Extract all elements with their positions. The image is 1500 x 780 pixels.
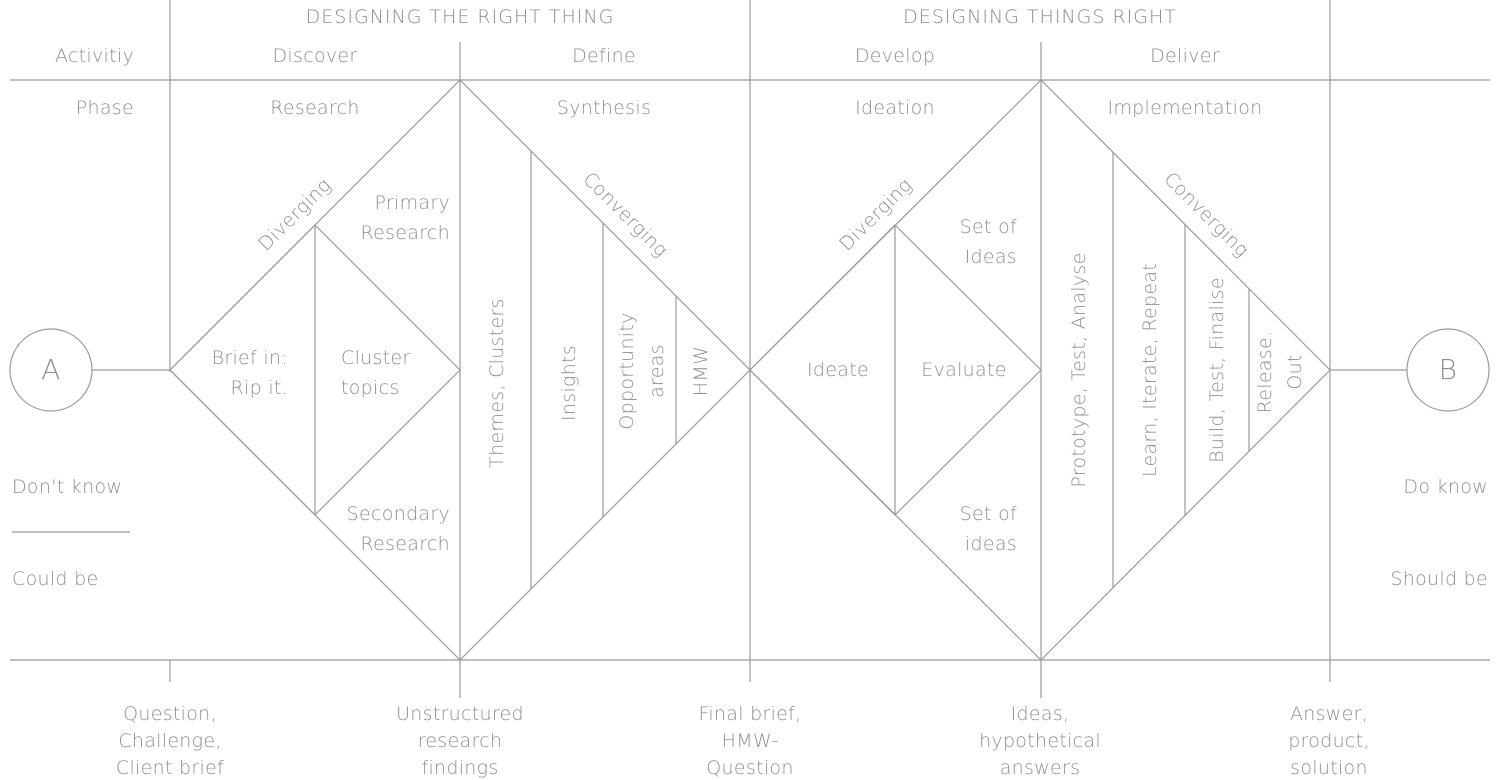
phase-synthesis: Synthesis — [557, 97, 651, 119]
activity-define: Define — [572, 45, 636, 67]
output-5-line-2: product, — [1288, 730, 1370, 752]
side-left-could-be: Could be — [12, 568, 98, 590]
strip-prototype: Prototype, Test, Analyse — [1068, 252, 1090, 487]
start-node-label: A — [41, 353, 60, 386]
diamond-2-diverging-label: Diverging — [835, 174, 916, 255]
end-node-label: B — [1439, 353, 1458, 386]
phase-implementation: Implementation — [1107, 97, 1262, 119]
phase-research: Research — [270, 97, 360, 119]
set-of-ideas-top-line-2: Ideas — [965, 246, 1017, 268]
activity-deliver: Deliver — [1150, 45, 1220, 67]
output-2-line-3: findings — [421, 757, 498, 779]
evaluate-label: Evaluate — [921, 359, 1006, 381]
diamond-2-converging-label: Converging — [1159, 168, 1253, 262]
secondary-research-line-2: Research — [360, 533, 450, 555]
primary-research-line-2: Research — [360, 222, 450, 244]
strip-opportunity-line-2: areas — [646, 344, 668, 398]
row-label-activity: Activitiy — [55, 45, 134, 67]
side-left-dont-know: Don't know — [12, 476, 122, 498]
output-1: Question, Challenge, Client brief — [116, 703, 224, 779]
activity-develop: Develop — [855, 45, 935, 67]
strip-build: Build, Test, Finalise — [1206, 277, 1228, 463]
diamond-1-inner-outline — [169, 224, 461, 516]
cluster-topics-line-1: Cluster — [341, 347, 411, 369]
strip-release-line-1: Release. — [1254, 331, 1276, 414]
set-of-ideas-bottom-line-2: ideas — [965, 533, 1017, 555]
output-4-line-1: Ideas, — [1011, 703, 1070, 725]
strip-insights: Insights — [558, 345, 580, 421]
output-1-line-1: Question, — [123, 703, 217, 725]
header-designing-right-thing: DESIGNING THE RIGHT THING — [306, 6, 615, 28]
brief-in-line-2: Rip it. — [231, 377, 288, 399]
header-designing-things-right: DESIGNING THINGS RIGHT — [903, 6, 1177, 28]
diamond-2-inner-outline — [749, 224, 1042, 516]
output-2: Unstructured research findings — [396, 703, 524, 779]
row-label-phase: Phase — [76, 97, 134, 119]
output-4: Ideas, hypothetical answers — [979, 703, 1101, 779]
output-1-line-2: Challenge, — [118, 730, 221, 752]
side-right-do-know: Do know — [1403, 476, 1488, 498]
set-of-ideas-top-line-1: Set of — [960, 216, 1017, 238]
brief-in-line-1: Brief in: — [212, 347, 288, 369]
output-4-line-2: hypothetical — [979, 730, 1101, 752]
phase-ideation: Ideation — [855, 97, 935, 119]
strip-release-line-2: Out — [1284, 354, 1306, 389]
output-3-line-1: Final brief, — [699, 703, 802, 725]
cluster-topics-line-2: topics — [341, 377, 400, 399]
output-5-line-3: solution — [1290, 757, 1368, 779]
output-3: Final brief, HMW- Question — [699, 703, 802, 779]
set-of-ideas-bottom-line-1: Set of — [960, 503, 1017, 525]
primary-research-line-1: Primary — [374, 192, 450, 214]
ideate-label: Ideate — [807, 359, 869, 381]
secondary-research-line-1: Secondary — [347, 503, 450, 525]
output-3-line-2: HMW- — [722, 730, 779, 752]
strip-themes-clusters: Themes, Clusters — [486, 298, 508, 468]
output-2-line-1: Unstructured — [396, 703, 524, 725]
output-2-line-2: research — [418, 730, 503, 752]
output-1-line-3: Client brief — [116, 757, 224, 779]
output-3-line-3: Question — [706, 757, 793, 779]
output-5-line-1: Answer, — [1290, 703, 1368, 725]
diamond-1-diverging-label: Diverging — [254, 174, 335, 255]
output-4-line-3: answers — [1000, 757, 1081, 779]
side-right-should-be: Should be — [1390, 568, 1488, 590]
activity-discover: Discover — [272, 45, 357, 67]
strip-opportunity-line-1: Opportunity — [616, 312, 638, 429]
strip-learn: Learn, Iterate, Repeat — [1139, 263, 1161, 477]
strip-hmw: HMW — [690, 346, 712, 396]
diamond-1-converging-label: Converging — [578, 168, 672, 262]
output-5: Answer, product, solution — [1288, 703, 1370, 779]
